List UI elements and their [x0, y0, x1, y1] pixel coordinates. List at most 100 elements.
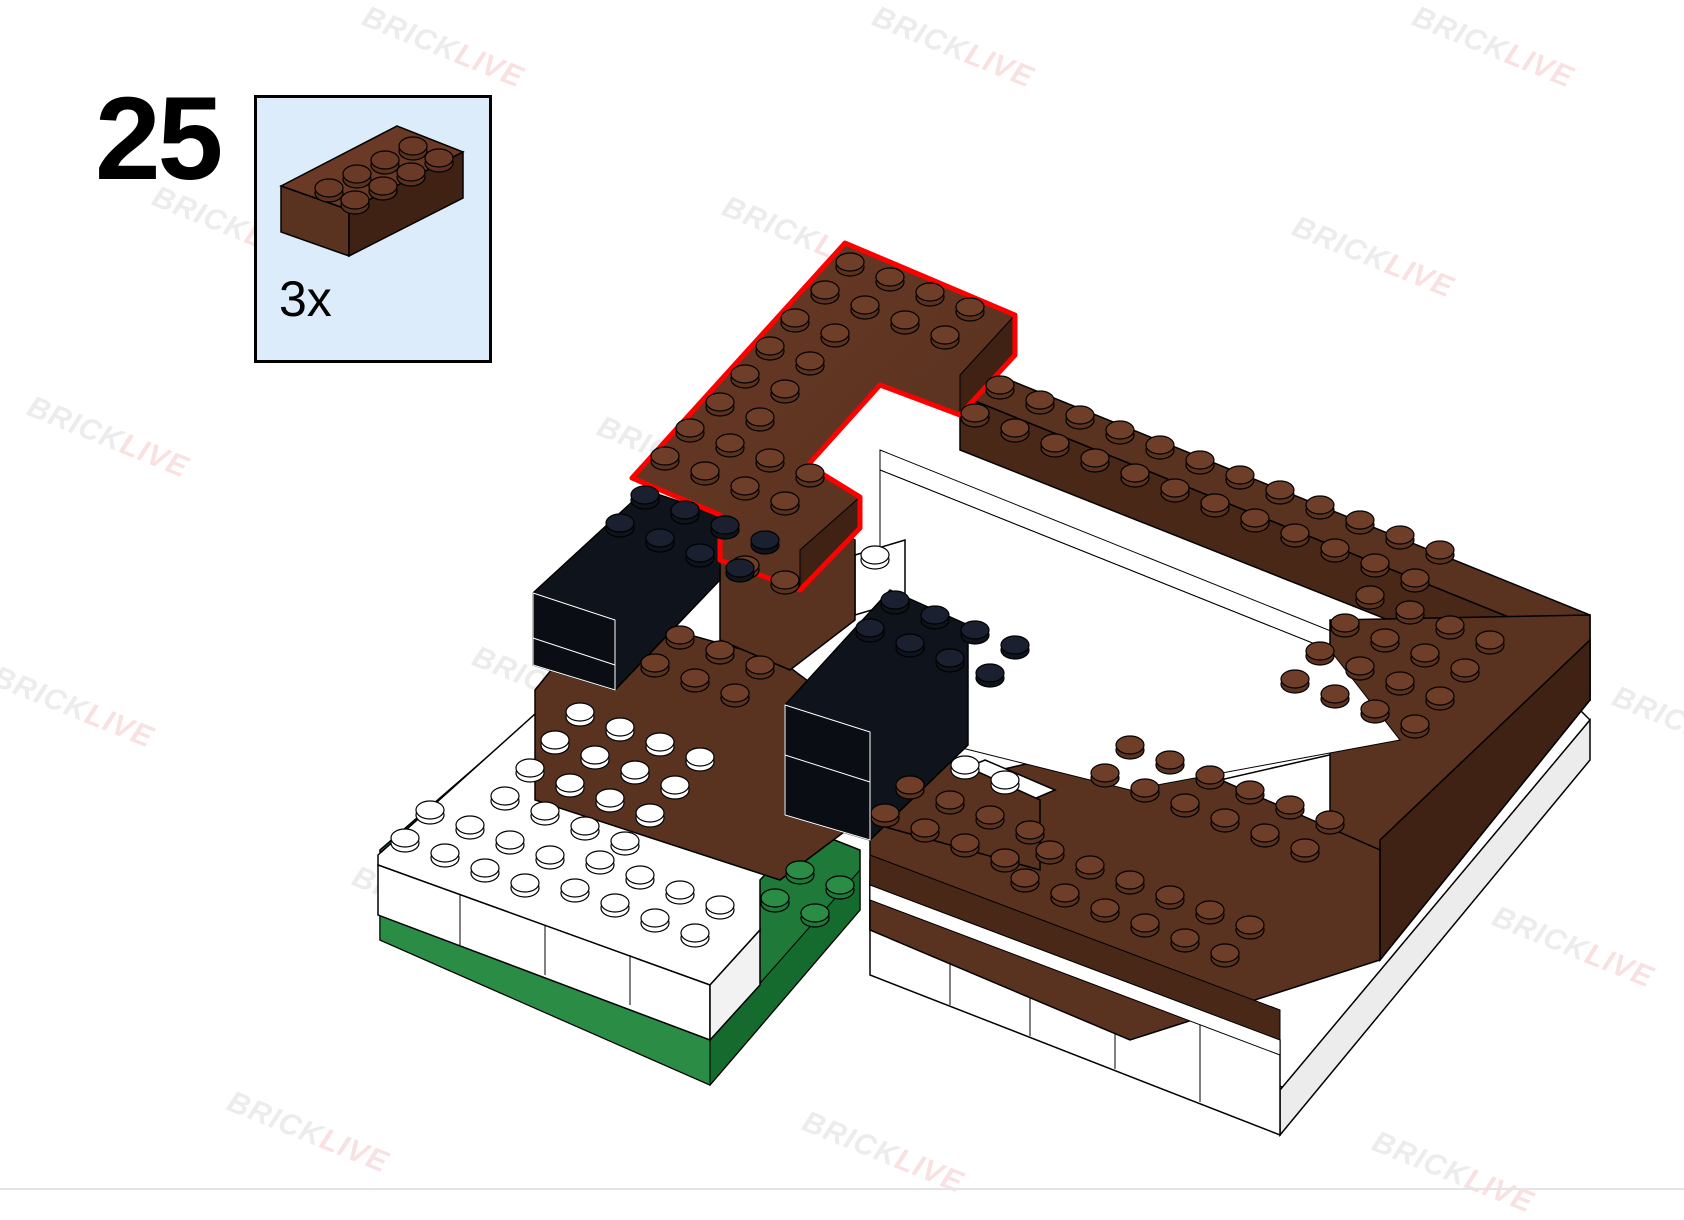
stud: [1345, 656, 1375, 681]
stud: [760, 888, 790, 913]
stud: [920, 605, 950, 630]
stud: [645, 528, 675, 553]
stud: [1395, 600, 1425, 625]
stud: [750, 530, 780, 555]
stud: [975, 805, 1005, 830]
stud: [1275, 795, 1305, 820]
stud: [725, 558, 755, 583]
stud: [690, 461, 720, 486]
stud: [396, 162, 426, 187]
stud: [910, 818, 940, 843]
stud: [640, 908, 670, 933]
stud: [620, 760, 650, 785]
stud: [755, 448, 785, 473]
stud: [1320, 538, 1350, 563]
stud: [745, 407, 775, 432]
stud: [950, 755, 980, 780]
stud: [1370, 628, 1400, 653]
stud: [1155, 885, 1185, 910]
stud: [685, 747, 715, 772]
stud: [495, 830, 525, 855]
stud: [895, 633, 925, 658]
stud: [730, 364, 760, 389]
stud: [1155, 750, 1185, 775]
stud: [1355, 585, 1385, 610]
stud: [430, 843, 460, 868]
step-number: 25: [95, 73, 223, 205]
stud: [1000, 418, 1030, 443]
stud: [1305, 495, 1335, 520]
model-illustration: [377, 240, 1592, 1138]
stud: [1240, 508, 1270, 533]
stud: [390, 828, 420, 853]
stud: [455, 815, 485, 840]
stud: [565, 702, 595, 727]
stud: [1290, 838, 1320, 863]
stud: [1305, 641, 1335, 666]
stud: [540, 730, 570, 755]
stud: [665, 880, 695, 905]
stud: [1320, 684, 1350, 709]
stud: [1360, 699, 1390, 724]
stud: [850, 295, 880, 320]
stud: [605, 513, 635, 538]
stud: [342, 164, 372, 189]
brick-2x4-icon: [279, 125, 465, 258]
stud: [880, 590, 910, 615]
stud: [1435, 615, 1465, 640]
stud: [755, 336, 785, 361]
stud: [1475, 630, 1505, 655]
stud: [820, 323, 850, 348]
stud: [1025, 390, 1055, 415]
stud: [1130, 778, 1160, 803]
stud: [1250, 823, 1280, 848]
stud: [570, 816, 600, 841]
stud: [1130, 913, 1160, 938]
stud: [780, 308, 810, 333]
stud: [1385, 671, 1415, 696]
stud: [510, 873, 540, 898]
stud: [630, 485, 660, 510]
stud: [950, 833, 980, 858]
stud: [314, 178, 344, 203]
parts-callout: 3x: [254, 95, 492, 363]
stud: [800, 903, 830, 928]
stud: [1105, 420, 1135, 445]
stud: [705, 895, 735, 920]
stud: [625, 865, 655, 890]
stud: [855, 618, 885, 643]
stud: [990, 848, 1020, 873]
stud: [610, 831, 640, 856]
stud: [1170, 793, 1200, 818]
stud: [1115, 735, 1145, 760]
stud: [1425, 686, 1455, 711]
stud: [1425, 540, 1455, 565]
stud: [770, 491, 800, 516]
stud: [1450, 658, 1480, 683]
stud: [960, 403, 990, 428]
stud: [1035, 840, 1065, 865]
stud: [890, 310, 920, 335]
stud: [795, 351, 825, 376]
stud: [935, 790, 965, 815]
stud: [1040, 433, 1070, 458]
stud: [560, 878, 590, 903]
stud: [770, 570, 800, 595]
stud: [835, 252, 865, 277]
stud: [1195, 900, 1225, 925]
stud: [650, 446, 680, 471]
stud: [1065, 405, 1095, 430]
stud: [825, 875, 855, 900]
stud: [1080, 448, 1110, 473]
stud: [490, 786, 520, 811]
stud: [585, 850, 615, 875]
studs-layer: [390, 252, 1505, 968]
stud: [1210, 808, 1240, 833]
stud: [1010, 868, 1040, 893]
stud: [1410, 643, 1440, 668]
stud: [1400, 714, 1430, 739]
stud: [730, 476, 760, 501]
stud: [1015, 820, 1045, 845]
stud: [1360, 553, 1390, 578]
stud: [715, 433, 745, 458]
